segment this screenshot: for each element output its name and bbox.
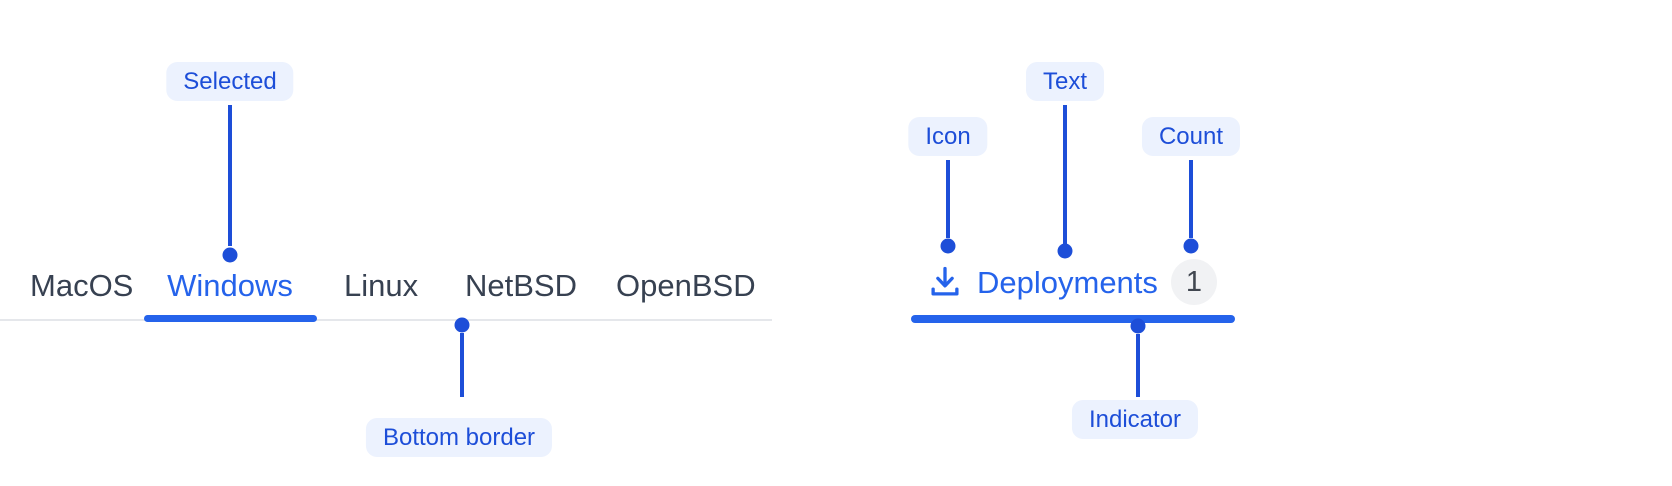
tab-netbsd[interactable]: NetBSD	[465, 268, 577, 303]
annotation-selected-line	[228, 105, 232, 246]
annotation-count-pill: Count	[1141, 117, 1241, 156]
download-icon	[926, 263, 964, 301]
annotation-selected-pill: Selected	[166, 62, 294, 101]
deployments-tab-indicator	[911, 315, 1235, 323]
annotation-count-line	[1189, 160, 1193, 238]
annotation-selected-dot	[222, 247, 238, 263]
tab-openbsd[interactable]: OpenBSD	[616, 268, 756, 303]
annotation-text-line	[1063, 105, 1067, 244]
annotation-bottom-border-line	[460, 333, 464, 397]
annotation-text-dot	[1057, 243, 1073, 259]
deployments-count-badge: 1	[1170, 259, 1217, 305]
selected-tab-indicator	[144, 315, 317, 322]
annotation-count-dot	[1183, 238, 1199, 254]
annotation-indicator-dot	[1130, 318, 1146, 334]
tab-bar-bottom-border	[0, 319, 772, 321]
annotation-icon-dot	[940, 238, 956, 254]
deployments-tab[interactable]: Deployments 1	[926, 256, 1217, 308]
annotation-bottom-border-dot	[454, 317, 470, 333]
tab-linux[interactable]: Linux	[344, 268, 419, 303]
deployments-tab-label: Deployments	[977, 264, 1158, 300]
annotation-icon-line	[946, 160, 950, 238]
annotation-text-pill: Text	[1025, 62, 1105, 101]
annotation-icon-pill: Icon	[908, 117, 988, 156]
tab-windows[interactable]: Windows	[167, 268, 293, 303]
annotation-bottom-border-pill: Bottom border	[365, 418, 553, 457]
annotation-indicator-line	[1136, 334, 1140, 397]
annotation-indicator-pill: Indicator	[1071, 400, 1199, 439]
tab-macos[interactable]: MacOS	[30, 268, 134, 303]
